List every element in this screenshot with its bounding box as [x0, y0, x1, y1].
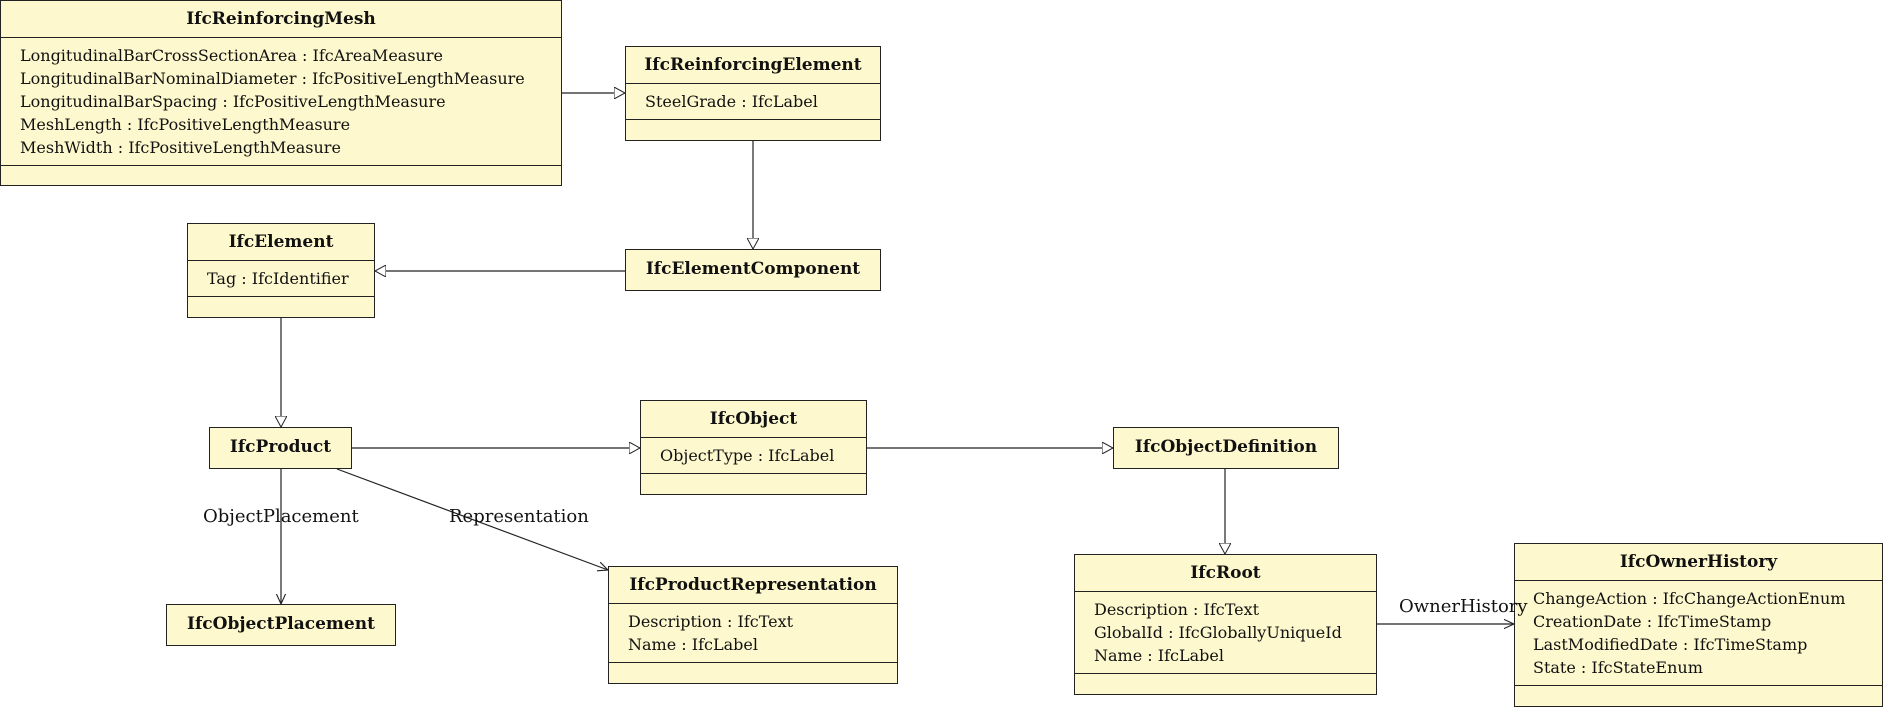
class-name: IfcProductRepresentation — [629, 575, 877, 595]
association-label-owner-history: OwnerHistory — [1399, 596, 1528, 617]
class-ifc-reinforcing-mesh[interactable]: IfcReinforcingMesh LongitudinalBarCrossS… — [0, 0, 562, 186]
class-name: IfcObjectPlacement — [187, 614, 375, 634]
class-ifc-object-definition[interactable]: IfcObjectDefinition — [1113, 427, 1339, 469]
class-operations — [1515, 685, 1882, 703]
class-attributes: ChangeAction : IfcChangeActionEnum Creat… — [1515, 580, 1882, 685]
class-operations — [1, 165, 561, 183]
class-ifc-object-placement[interactable]: IfcObjectPlacement — [166, 604, 396, 646]
attribute: LongitudinalBarSpacing : IfcPositiveLeng… — [20, 92, 446, 111]
association-representation — [336, 468, 608, 570]
attribute: GlobalId : IfcGloballyUniqueId — [1094, 623, 1342, 642]
class-operations — [188, 296, 374, 314]
attribute: CreationDate : IfcTimeStamp — [1533, 612, 1772, 631]
class-name: IfcOwnerHistory — [1619, 552, 1778, 572]
attribute: Description : IfcText — [1094, 600, 1260, 619]
class-name: IfcReinforcingElement — [644, 55, 862, 75]
class-ifc-element-component[interactable]: IfcElementComponent — [625, 249, 881, 291]
class-attributes: SteelGrade : IfcLabel — [626, 83, 880, 119]
class-name: IfcElementComponent — [645, 259, 861, 279]
class-ifc-element[interactable]: IfcElement Tag : IfcIdentifier — [187, 223, 375, 318]
attribute: LongitudinalBarNominalDiameter : IfcPosi… — [20, 69, 525, 88]
attribute: State : IfcStateEnum — [1533, 658, 1703, 677]
class-name: IfcProduct — [229, 437, 332, 457]
attribute: Description : IfcText — [628, 612, 794, 631]
attribute: MeshWidth : IfcPositiveLengthMeasure — [20, 138, 341, 157]
class-ifc-product-representation[interactable]: IfcProductRepresentation Description : I… — [608, 566, 898, 684]
class-operations — [609, 662, 897, 680]
class-name: IfcObject — [709, 409, 798, 429]
class-ifc-reinforcing-element[interactable]: IfcReinforcingElement SteelGrade : IfcLa… — [625, 46, 881, 141]
association-label-object-placement: ObjectPlacement — [203, 506, 359, 527]
class-name: IfcElement — [228, 232, 334, 252]
class-operations — [626, 119, 880, 137]
attribute: ChangeAction : IfcChangeActionEnum — [1533, 589, 1846, 608]
association-label-representation: Representation — [449, 506, 589, 527]
class-operations — [641, 473, 866, 491]
attribute: Tag : IfcIdentifier — [207, 269, 349, 288]
class-attributes: LongitudinalBarCrossSectionArea : IfcAre… — [1, 37, 561, 165]
attribute: MeshLength : IfcPositiveLengthMeasure — [20, 115, 351, 134]
class-ifc-object[interactable]: IfcObject ObjectType : IfcLabel — [640, 400, 867, 495]
attribute: Name : IfcLabel — [1094, 646, 1224, 665]
class-name: IfcRoot — [1190, 563, 1261, 583]
class-name: IfcReinforcingMesh — [186, 9, 376, 29]
attribute: Name : IfcLabel — [628, 635, 758, 654]
class-attributes: Description : IfcText GlobalId : IfcGlob… — [1075, 591, 1376, 673]
class-ifc-product[interactable]: IfcProduct — [209, 427, 352, 469]
class-operations — [1075, 673, 1376, 691]
class-attributes: Tag : IfcIdentifier — [188, 260, 374, 296]
attribute: LongitudinalBarCrossSectionArea : IfcAre… — [20, 46, 443, 65]
attribute: LastModifiedDate : IfcTimeStamp — [1533, 635, 1808, 654]
attribute: ObjectType : IfcLabel — [660, 446, 835, 465]
class-ifc-owner-history[interactable]: IfcOwnerHistory ChangeAction : IfcChange… — [1514, 543, 1883, 707]
attribute: SteelGrade : IfcLabel — [645, 92, 818, 111]
class-attributes: ObjectType : IfcLabel — [641, 437, 866, 473]
class-name: IfcObjectDefinition — [1134, 437, 1318, 457]
class-attributes: Description : IfcText Name : IfcLabel — [609, 603, 897, 662]
class-ifc-root[interactable]: IfcRoot Description : IfcText GlobalId :… — [1074, 554, 1377, 695]
